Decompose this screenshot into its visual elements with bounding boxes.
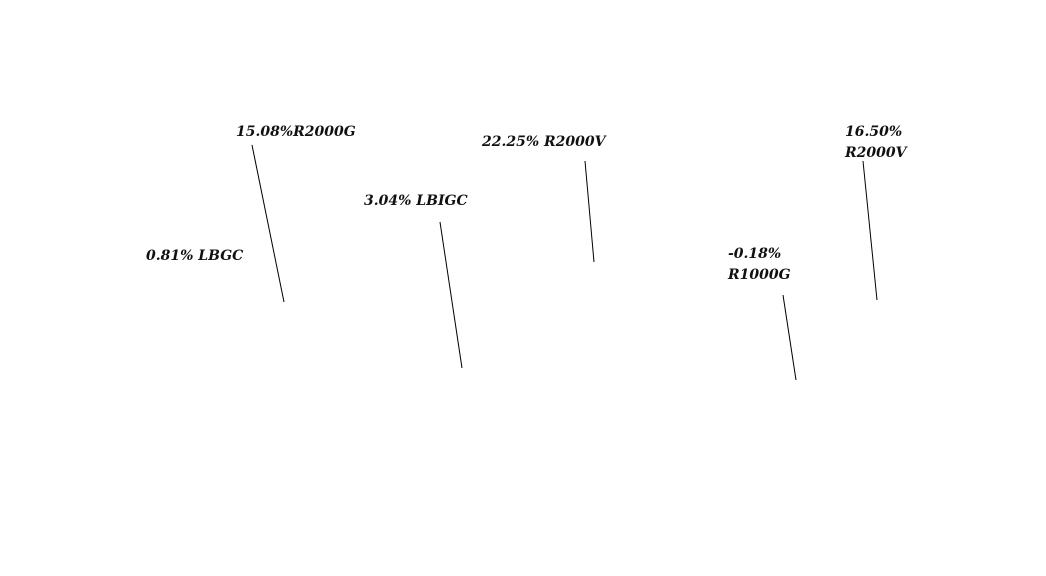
data-label-line: R1000G bbox=[727, 267, 791, 283]
data-label-15-08-r2000g: 15.08%R2000G bbox=[236, 124, 356, 140]
data-label-0-18-r1000g: -0.18% R1000G bbox=[727, 246, 791, 283]
leader-line-3-04-lbigc bbox=[439, 221, 463, 369]
data-label-3-04-lbigc: 3.04% LBIGC bbox=[364, 193, 468, 209]
data-label-line: 16.50% bbox=[845, 124, 902, 140]
leader-line-15-08-r2000g bbox=[251, 144, 285, 303]
data-label-line: -0.18% bbox=[728, 246, 781, 262]
data-label-line: 22.25% R2000V bbox=[481, 134, 608, 150]
data-label-16-50-r2000v: 16.50% R2000V bbox=[844, 124, 909, 161]
leader-line-0-18-r1000g bbox=[782, 294, 797, 381]
data-label-22-25-r2000v: 22.25% R2000V bbox=[481, 134, 608, 150]
data-label-line: 3.04% LBIGC bbox=[364, 193, 468, 209]
data-label-line: R2000V bbox=[844, 145, 909, 161]
data-label-0-81-lbgc: 0.81% LBGC bbox=[146, 248, 243, 264]
leader-line-16-50-r2000v bbox=[862, 160, 878, 301]
data-label-line: 0.81% LBGC bbox=[146, 248, 243, 264]
data-label-line: 15.08%R2000G bbox=[236, 124, 356, 140]
leader-line-22-25-r2000v bbox=[584, 160, 595, 263]
